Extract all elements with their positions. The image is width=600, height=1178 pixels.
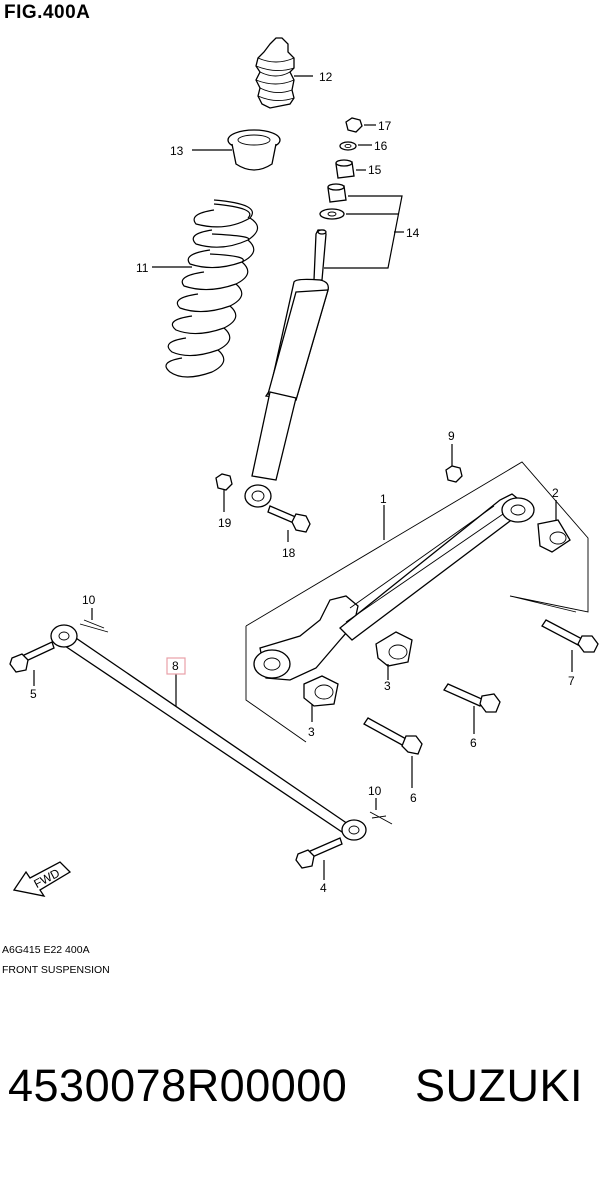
washer-16 (339, 141, 372, 151)
callout-13: 13 (170, 144, 184, 158)
callout-6a: 6 (470, 736, 477, 750)
callout-14: 14 (406, 226, 420, 240)
nut-19 (215, 473, 233, 512)
callout-2: 2 (552, 486, 559, 500)
bushing-2 (537, 500, 571, 553)
callout-5: 5 (30, 687, 37, 701)
bolt-6b (363, 717, 423, 788)
lateral-rod (50, 624, 367, 841)
bolt-4 (295, 837, 343, 880)
highlight-box (166, 657, 186, 675)
callout-8: 8 (172, 659, 179, 673)
bolt-5 (9, 641, 55, 686)
clip-10b (369, 798, 393, 825)
bushing-15 (335, 159, 366, 179)
lower-arm (253, 493, 535, 681)
diagram-code: A6G415 E22 400A (2, 944, 90, 956)
callout-18: 18 (282, 546, 296, 560)
nut-9 (445, 444, 463, 483)
callout-10a: 10 (82, 593, 96, 607)
figure-title: FIG.400A (4, 2, 91, 23)
callout-1: 1 (380, 492, 387, 506)
brand-name: SUZUKI (415, 1060, 584, 1111)
bolt-18 (267, 505, 311, 542)
clip-10a (79, 608, 109, 633)
spring-seat (192, 129, 281, 171)
bushing-3a (375, 631, 413, 680)
coil-spring (152, 199, 259, 378)
callout-7: 7 (568, 674, 575, 688)
part-number: 4530078R00000 (8, 1060, 348, 1111)
callout-3b: 3 (308, 725, 315, 739)
callout-16: 16 (374, 139, 388, 153)
nut-17 (345, 117, 376, 133)
callout-11: 11 (136, 261, 149, 275)
bushing-3b (303, 675, 339, 722)
suspension-diagram: FWD 12 13 11 17 16 15 14 9 1 2 19 18 10 … (9, 37, 599, 897)
callout-17: 17 (378, 119, 392, 133)
bolt-6a (443, 683, 501, 734)
diagram-caption: FRONT SUSPENSION (2, 964, 110, 976)
callout-3a: 3 (384, 679, 391, 693)
shock-absorber (244, 229, 329, 508)
bump-stopper (255, 37, 313, 109)
bolt-7 (541, 619, 599, 672)
callout-12: 12 (319, 70, 333, 84)
callout-6b: 6 (410, 791, 417, 805)
callout-4: 4 (320, 881, 327, 895)
callout-10b: 10 (368, 784, 382, 798)
callout-9: 9 (448, 429, 455, 443)
lower-arm-box (245, 461, 589, 743)
callout-19: 19 (218, 516, 232, 530)
callout-15: 15 (368, 163, 382, 177)
fwd-arrow: FWD (12, 861, 72, 897)
bushing-14 (319, 183, 404, 269)
